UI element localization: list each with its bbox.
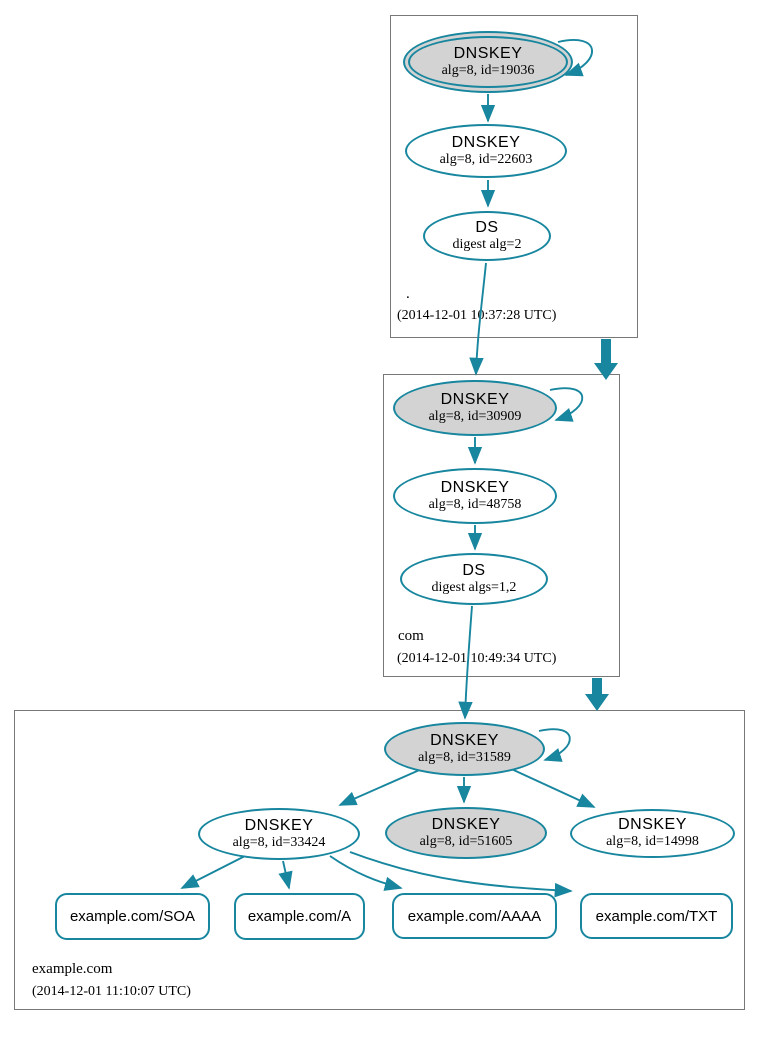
dnskey-title: DNSKEY: [440, 390, 510, 408]
dnskey-title: DNSKEY: [451, 133, 521, 151]
ds-title: DS: [475, 218, 499, 236]
edge-thick-com-to-example: [585, 678, 609, 711]
dnskey-node-example-14998[interactable]: DNSKEY alg=8, id=14998: [570, 809, 735, 858]
dnskey-node-example-ksk[interactable]: DNSKEY alg=8, id=31589: [384, 722, 545, 776]
dnskey-detail: alg=8, id=14998: [606, 834, 699, 850]
rrset-node-a[interactable]: example.com/A: [234, 893, 365, 940]
dnskey-detail: alg=8, id=22603: [439, 151, 533, 167]
ds-node-root[interactable]: DS digest alg=2: [423, 211, 551, 261]
dnskey-title: DNSKEY: [244, 816, 314, 834]
dnskey-title: DNSKEY: [430, 731, 499, 749]
dnskey-title: DNSKEY: [618, 816, 687, 834]
zone-timestamp-example: (2014-12-01 11:10:07 UTC): [32, 984, 191, 999]
dnskey-node-com-zsk[interactable]: DNSKEY alg=8, id=48758: [393, 468, 557, 524]
dnskey-detail: alg=8, id=30909: [428, 408, 522, 424]
rrset-node-txt[interactable]: example.com/TXT: [580, 893, 733, 939]
zone-label-com: com: [398, 628, 424, 644]
dnskey-title: DNSKEY: [431, 815, 501, 833]
ds-detail: digest alg=2: [452, 236, 522, 252]
dnskey-title: DNSKEY: [440, 478, 510, 496]
zone-box-example: [14, 710, 745, 1010]
rrset-node-soa[interactable]: example.com/SOA: [55, 893, 210, 940]
dnskey-detail: alg=8, id=51605: [419, 833, 513, 849]
dnskey-detail: alg=8, id=33424: [232, 834, 326, 850]
dnskey-node-com-ksk[interactable]: DNSKEY alg=8, id=30909: [393, 380, 557, 436]
zone-label-example: example.com: [32, 961, 113, 977]
zone-label-root: .: [406, 286, 410, 302]
dnskey-node-example-51605[interactable]: DNSKEY alg=8, id=51605: [385, 807, 547, 859]
zone-timestamp-com: (2014-12-01 10:49:34 UTC): [397, 651, 557, 666]
dnskey-node-root-ksk[interactable]: DNSKEY alg=8, id=19036: [403, 31, 573, 93]
dnskey-title: DNSKEY: [453, 44, 523, 62]
ds-node-com[interactable]: DS digest algs=1,2: [400, 553, 548, 605]
rrset-node-aaaa[interactable]: example.com/AAAA: [392, 893, 557, 939]
zone-timestamp-root: (2014-12-01 10:37:28 UTC): [397, 308, 557, 323]
ds-detail: digest algs=1,2: [431, 579, 517, 595]
dnskey-node-root-zsk[interactable]: DNSKEY alg=8, id=22603: [405, 124, 567, 178]
dnskey-detail: alg=8, id=19036: [441, 62, 535, 78]
dnskey-node-example-33424[interactable]: DNSKEY alg=8, id=33424: [198, 808, 360, 860]
ds-title: DS: [462, 561, 486, 579]
dnskey-detail: alg=8, id=31589: [418, 749, 511, 765]
dnskey-detail: alg=8, id=48758: [428, 496, 522, 512]
